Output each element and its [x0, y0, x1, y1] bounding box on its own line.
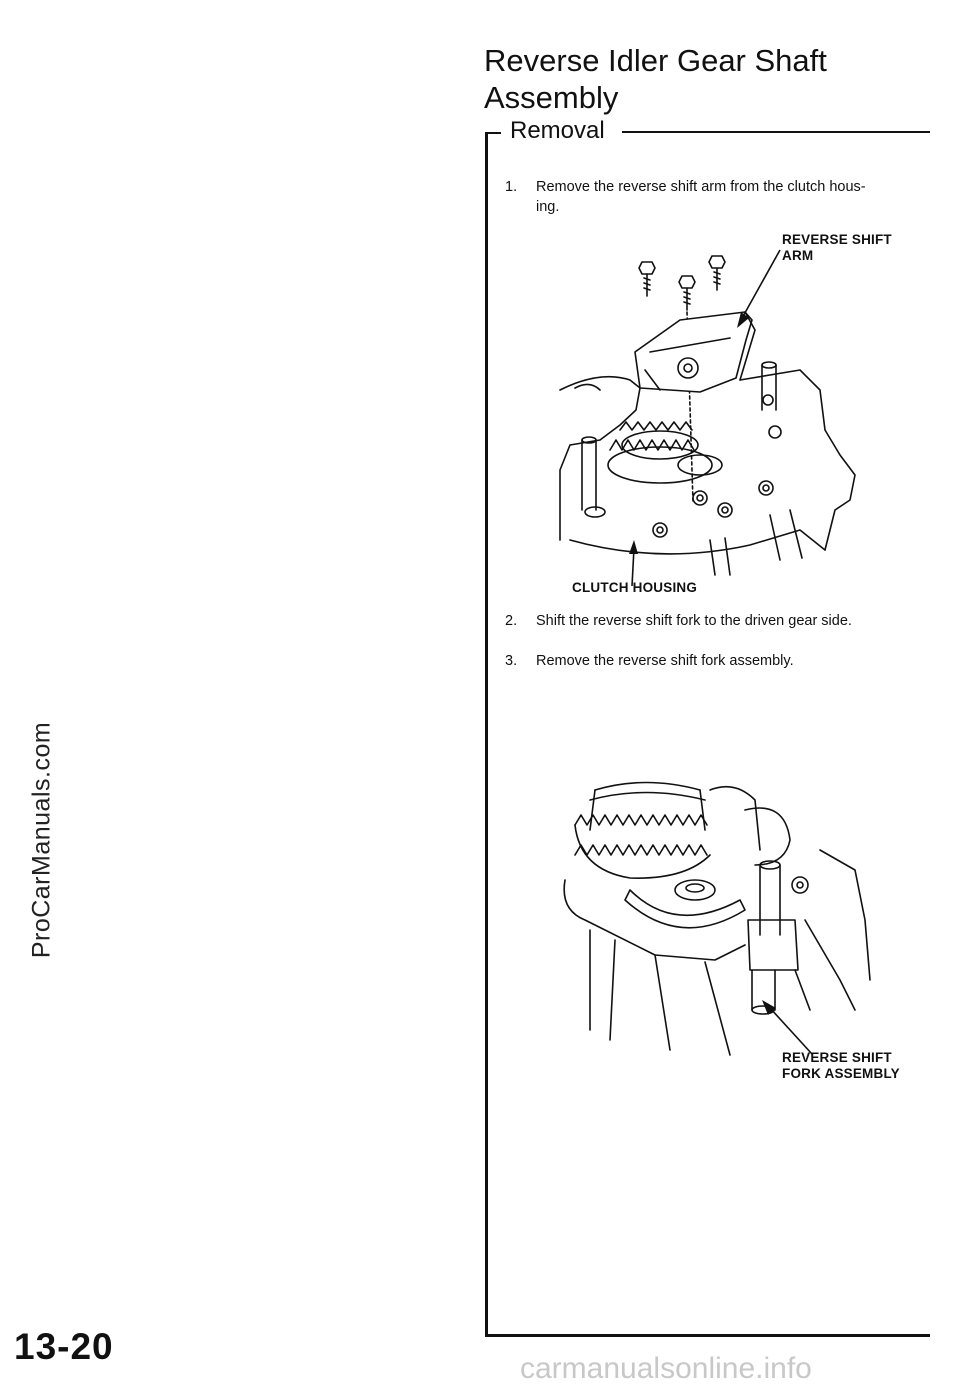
section-heading-rule	[622, 131, 930, 133]
step-1-number: 1.	[505, 179, 518, 195]
step-3: 3. Remove the reverse shift fork assembl…	[505, 651, 925, 671]
step-3-number: 3.	[505, 653, 518, 669]
callout-leader-housing	[629, 540, 638, 587]
step-1-text-line1: Remove the reverse shift arm from the cl…	[536, 179, 866, 195]
callout-leader-arm	[737, 249, 781, 328]
callout-leader-fork	[762, 1000, 813, 1055]
section-heading: Removal	[510, 117, 605, 144]
side-watermark-text: ProCarManuals.com	[27, 721, 56, 959]
callout-reverse-shift-fork-assembly: REVERSE SHIFT FORK ASSEMBLY	[782, 1050, 900, 1082]
bolt-icon	[708, 255, 726, 291]
page-number: 13-20	[14, 1326, 114, 1367]
page-title-line1: Reverse Idler Gear Shaft	[484, 43, 827, 78]
bolt-icon	[638, 261, 656, 297]
step-1: 1. Remove the reverse shift arm from the…	[505, 177, 925, 219]
step-2-text: Shift the reverse shift fork to the driv…	[536, 613, 852, 629]
step-2-number: 2.	[505, 613, 518, 629]
figure-reverse-shift-arm	[559, 255, 856, 576]
page-title: Reverse Idler Gear Shaft Assembly	[484, 42, 827, 116]
section-frame-bottom-rule	[485, 1334, 930, 1337]
callout-reverse-shift-arm-line1: REVERSE SHIFT	[782, 232, 892, 247]
callout-reverse-shift-arm-line2: ARM	[782, 248, 814, 263]
section-frame-left-rule	[485, 132, 488, 1337]
side-watermark: ProCarManuals.com	[22, 560, 62, 1120]
callout-clutch-housing: CLUTCH HOUSING	[572, 580, 698, 595]
bottom-watermark: carmanualsonline.info	[520, 1352, 812, 1385]
section-heading-tick	[485, 132, 501, 134]
step-2: 2. Shift the reverse shift fork to the d…	[505, 611, 925, 631]
step-3-text: Remove the reverse shift fork assembly.	[536, 653, 794, 669]
page-title-line2: Assembly	[484, 80, 619, 115]
bolt-icon	[678, 275, 696, 311]
figure-reverse-shift-fork-assembly	[563, 781, 871, 1056]
step-1-text-line2: ing.	[536, 199, 560, 215]
callout-fork-line2: FORK ASSEMBLY	[782, 1066, 900, 1081]
callout-fork-line1: REVERSE SHIFT	[782, 1050, 892, 1065]
callout-reverse-shift-arm: REVERSE SHIFT ARM	[782, 232, 892, 264]
